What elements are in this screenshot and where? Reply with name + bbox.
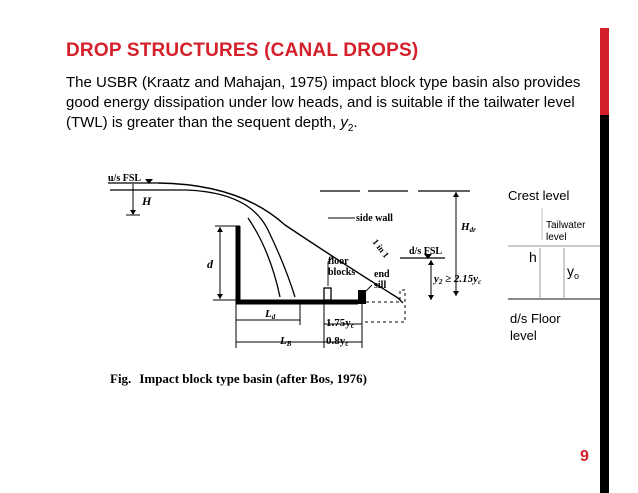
hdr-label: Hdr: [460, 221, 476, 234]
end-sill-label-1: end: [374, 269, 390, 280]
lb-label: LB: [279, 335, 292, 348]
us-fsl-marker: [145, 179, 153, 184]
hdr-main: H: [460, 221, 470, 233]
y2-main: y: [432, 273, 439, 285]
floor-block: [323, 287, 332, 301]
paragraph-end: .: [353, 114, 358, 131]
floor-blocks-label-2: blocks: [328, 267, 355, 278]
y2-rel-sub: c: [478, 278, 481, 286]
ds-channel-dashed: [362, 289, 406, 323]
dim-175-label: 1.75yc: [326, 317, 354, 330]
end-sill: [358, 290, 366, 304]
y2-sub: 2: [438, 278, 443, 286]
hdr-arrow-top: [453, 192, 459, 197]
d-arrow-top: [217, 227, 223, 232]
figure-caption: Fig. Impact block type basin (after Bos, …: [110, 371, 367, 386]
floor-level-label-2: level: [510, 328, 537, 343]
caption-prefix: Fig.: [110, 371, 131, 386]
d-label: d: [207, 257, 214, 271]
h-side-label: h: [529, 249, 537, 265]
end-sill-label-2: sill: [374, 280, 386, 291]
paragraph-text: The USBR (Kraatz and Mahajan, 1975) impa…: [66, 74, 581, 131]
lb-main: L: [279, 335, 287, 347]
hdr-sub: dr: [470, 226, 477, 234]
ds-fsl-marker: [424, 254, 432, 259]
ld-main: L: [264, 308, 272, 320]
y2-arrow-top: [428, 260, 434, 265]
intro-paragraph: The USBR (Kraatz and Mahajan, 1975) impa…: [66, 73, 596, 139]
accent-bar: [600, 28, 609, 115]
water-surface-outer: [157, 182, 404, 304]
ds-fsl-label: d/s FSL: [409, 246, 442, 257]
end-sill-leader: [365, 284, 373, 292]
ld-sub: d: [272, 313, 276, 321]
yo-label: yo: [567, 263, 579, 281]
h-dim-arrow: [130, 210, 136, 215]
paragraph-sub: 2: [347, 123, 354, 134]
page-number: 9: [580, 448, 589, 465]
tailwater-label-1: Tailwater: [546, 220, 586, 231]
crest-level-label: Crest level: [508, 188, 570, 203]
y2-arrow-bottom: [428, 295, 434, 300]
floor-level-label-1: d/s Floor: [510, 311, 561, 326]
yo-sub: o: [574, 271, 579, 281]
us-fsl-label: u/s FSL: [108, 173, 141, 184]
lb-sub: B: [286, 340, 292, 348]
dim-08-main: 0.8y: [326, 335, 346, 347]
h-label: H: [141, 194, 152, 208]
caption-text: Impact block type basin (after Bos, 1976…: [139, 371, 367, 386]
dim-175-sub: c: [351, 322, 354, 330]
ld-label: Ld: [264, 308, 276, 321]
floor-blocks-leader: [327, 257, 333, 286]
y2-rel: ≥ 2.15y: [442, 273, 478, 285]
nappe-lower: [247, 217, 281, 298]
hdr-arrow-bottom: [453, 291, 459, 296]
yo-main: y: [567, 263, 574, 279]
y2-label: y2 ≥ 2.15yc: [432, 273, 481, 286]
dim-08-label: 0.8yc: [326, 335, 348, 348]
impact-block-basin-figure: u/s FSL H Hdr side wall 1 in 1 d floor b…: [108, 173, 481, 386]
drop-wall: [235, 226, 358, 305]
dim-08-sub: c: [345, 340, 348, 348]
side-bar: [600, 115, 609, 493]
nappe-upper: [110, 189, 296, 298]
dim-175-main: 1.75y: [326, 317, 351, 329]
side-wall-label: side wall: [356, 213, 393, 224]
slope-label: 1 in 1: [370, 237, 391, 260]
slide-title: DROP STRUCTURES (CANAL DROPS): [66, 40, 419, 61]
tailwater-label-2: level: [546, 232, 567, 243]
d-arrow-bottom: [217, 294, 223, 299]
floor-blocks-label-1: floor: [328, 256, 349, 267]
paragraph-var: y: [340, 114, 348, 131]
level-diagram: Crest level Tailwater level h yo d/s Flo…: [508, 188, 600, 343]
